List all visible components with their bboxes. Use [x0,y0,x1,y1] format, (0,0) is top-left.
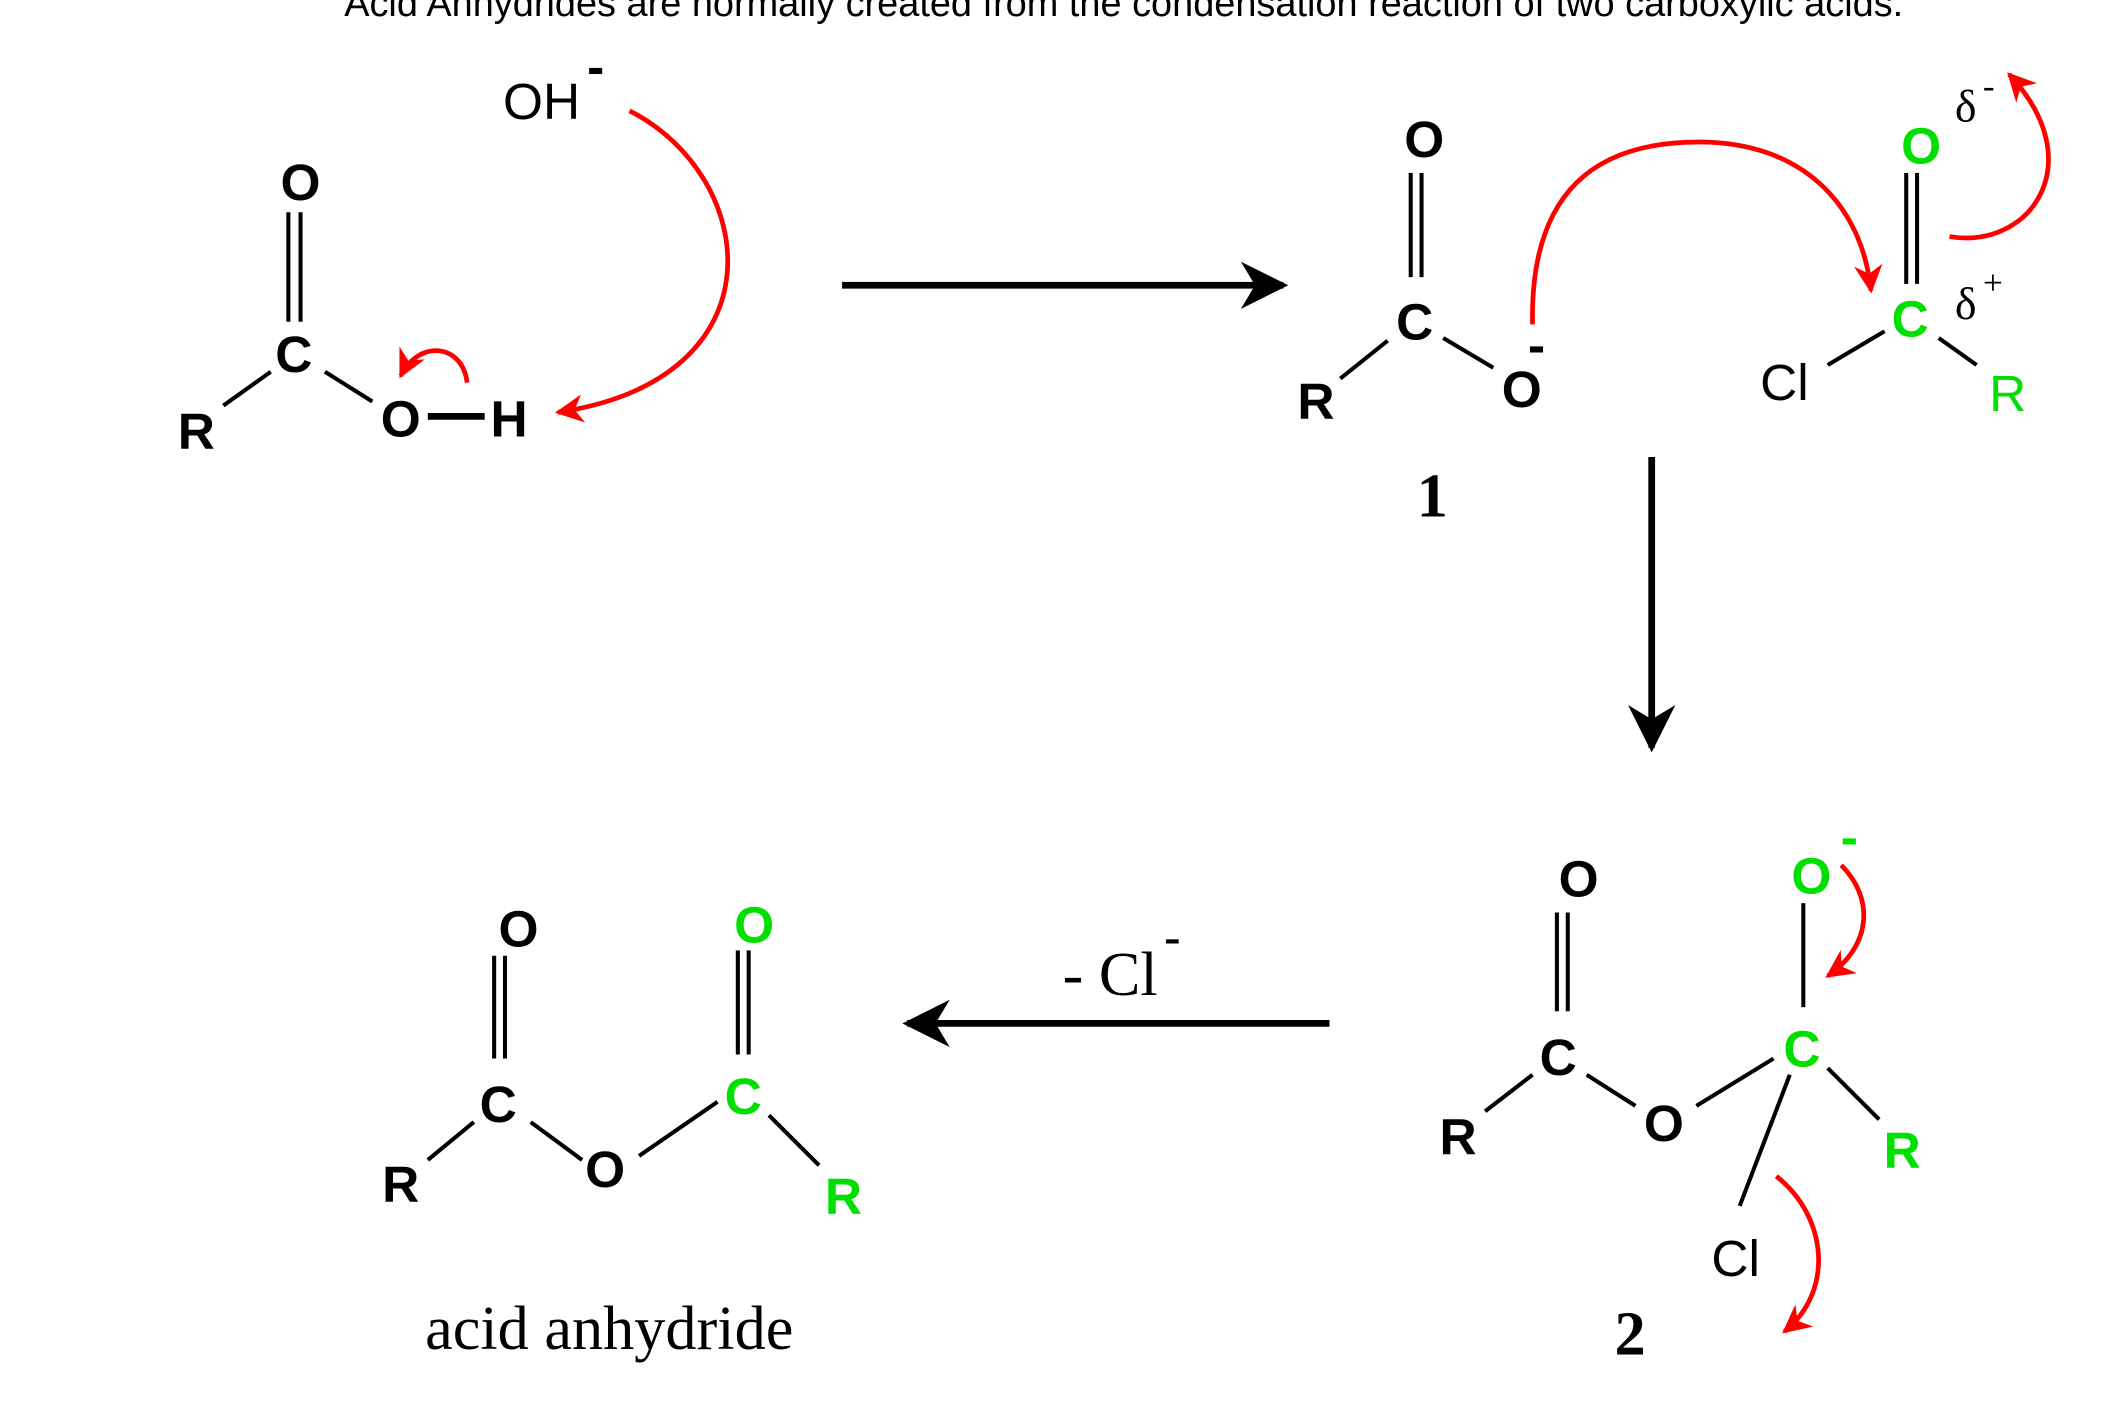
atom-r: R [1989,364,2026,422]
curved-arrow-icon [398,346,470,383]
atom-o: O [381,390,421,448]
atom-c: C [725,1067,762,1125]
compound-label-2: 2 [1614,1301,1645,1369]
acyl-chloride: O C Cl R δ - δ + [1760,66,2026,422]
acid-anhydride: O C R O C O R [382,895,862,1225]
atom-r: R [1440,1108,1477,1166]
atom-c: C [275,325,312,383]
atom-cl: Cl [1760,353,1809,411]
partial-negative-delta: δ [1955,81,1977,132]
atom-r: R [1297,372,1334,430]
atom-o: O [734,895,774,953]
curved-arrow-icon [554,108,731,423]
atom-o: O [1502,360,1542,418]
negative-charge: - [1841,807,1858,865]
product-label: acid anhydride [425,1295,793,1363]
atom-cl: Cl [1711,1229,1760,1287]
atom-r: R [178,402,215,460]
atom-o: O [1404,110,1444,168]
atom-c: C [1396,292,1433,350]
caption-text: Acid Anhydrides are normally created fro… [344,0,1903,25]
negative-charge: - [1164,910,1180,964]
curved-arrow-icon [1825,863,1867,979]
partial-positive-delta: δ [1955,278,1977,329]
atom-o: O [281,153,321,211]
atom-o: O [1901,117,1941,175]
curved-arrow-icon [1774,1174,1821,1334]
tetrahedral-intermediate: O C R O C O - R Cl [1440,807,1921,1287]
curved-arrow-icon [1530,139,1883,325]
negative-charge: - [1528,315,1545,373]
atom-r: R [1884,1121,1921,1179]
atom-c: C [1892,290,1929,348]
atom-o: O [585,1140,625,1198]
atom-o: O [1644,1094,1684,1152]
atom-h: H [490,390,527,448]
atom-o: O [499,899,539,957]
hydroxide-label: OH [503,72,580,130]
atom-o: O [1791,847,1831,905]
atom-c: C [480,1075,517,1133]
atom-o: O [1559,849,1599,907]
atom-r: R [825,1167,862,1225]
carboxylic-acid: O C R O H [178,153,528,460]
atom-c: C [1783,1020,1820,1078]
compound-label-1: 1 [1417,462,1448,530]
atom-r: R [382,1155,419,1213]
curved-arrow-icon [1949,72,2051,241]
partial-charge-sign: + [1983,264,2003,303]
carboxylate-ion: O C R O - [1297,110,1545,430]
chloride-loss-label: - Cl [1063,941,1158,1009]
partial-charge-sign: - [1983,66,1995,105]
atom-c: C [1540,1028,1577,1086]
negative-charge: - [587,37,604,95]
